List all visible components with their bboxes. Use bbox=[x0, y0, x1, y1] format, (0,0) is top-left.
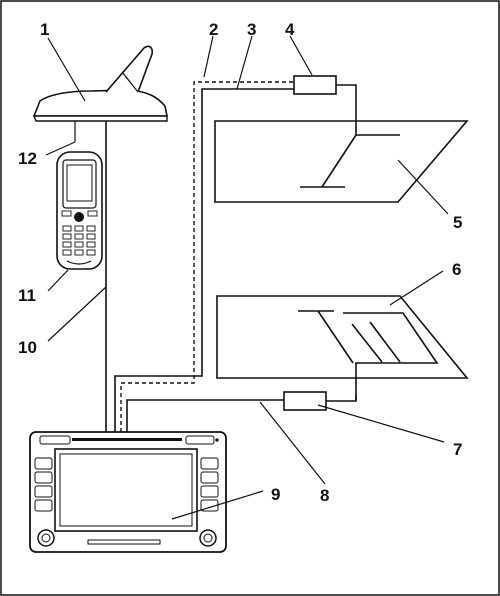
callout-7: 7 bbox=[453, 440, 462, 459]
callout-10: 10 bbox=[18, 338, 37, 357]
amplifier-4-box bbox=[293, 75, 337, 95]
callout-12: 12 bbox=[18, 149, 37, 168]
window-antenna-5 bbox=[214, 120, 469, 203]
callout-1: 1 bbox=[40, 20, 49, 39]
dashed-cable-2 bbox=[120, 81, 294, 432]
callout-3: 3 bbox=[247, 20, 256, 39]
callout-6: 6 bbox=[452, 260, 461, 279]
callout-11: 11 bbox=[18, 286, 36, 305]
amp7-to-window-wire bbox=[326, 395, 357, 402]
cable-3 bbox=[114, 88, 294, 432]
roof-antenna-icon bbox=[32, 45, 168, 122]
callout-8: 8 bbox=[320, 486, 329, 505]
window-antenna-6 bbox=[216, 295, 469, 400]
callout-4: 4 bbox=[285, 20, 295, 39]
callout-2: 2 bbox=[209, 20, 218, 39]
callout-leaders bbox=[45, 35, 449, 520]
callout-5: 5 bbox=[453, 213, 462, 232]
amp4-to-window-wire bbox=[336, 84, 357, 135]
radio-navigation-unit-icon bbox=[29, 431, 227, 553]
callout-9: 9 bbox=[271, 485, 280, 504]
amplifier-7-box bbox=[283, 391, 327, 411]
mobile-phone-icon bbox=[56, 151, 103, 270]
cable-8 bbox=[126, 399, 284, 432]
